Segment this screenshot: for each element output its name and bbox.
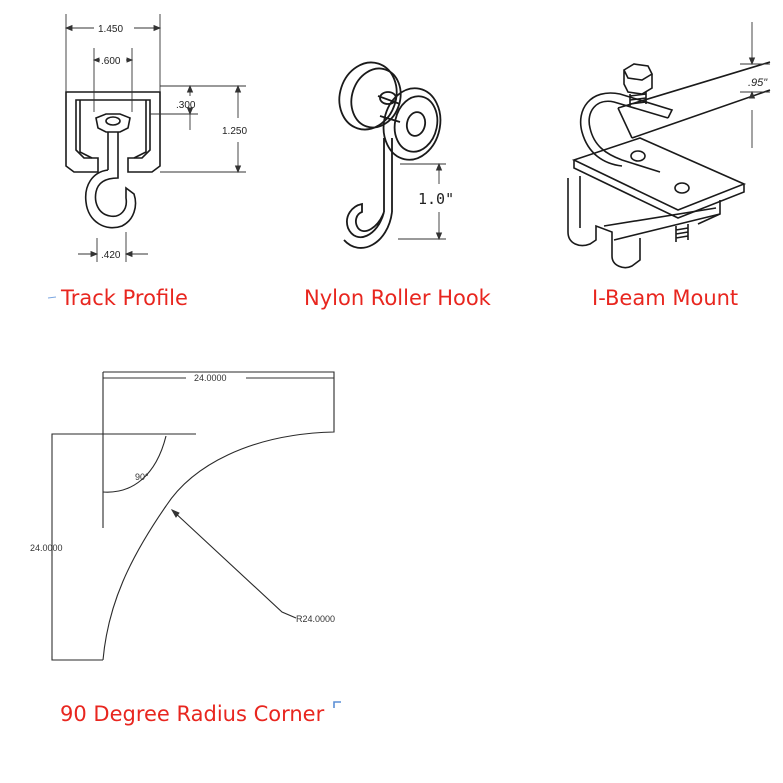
ibeam-channel — [567, 176, 721, 269]
caption-radius-corner: 90 Degree Radius Corner — [60, 702, 325, 726]
roller-back-wheel-rim — [350, 67, 402, 129]
radius-corner-drawing — [51, 371, 335, 661]
ibeam-bolt — [622, 63, 654, 106]
track-dim-inner: .600 — [101, 56, 121, 67]
stray-mark-left — [47, 296, 57, 299]
roller-hook-drawing — [338, 61, 442, 249]
ibeam-plate-hole — [674, 182, 690, 194]
ibeam-dimension-lines — [740, 22, 770, 148]
radius-corner-angle-arc — [102, 435, 167, 493]
ibeam-dim-flange: .95" — [748, 77, 768, 89]
roller-front-wheel — [382, 87, 442, 161]
caption-nylon-roller-hook: Nylon Roller Hook — [304, 286, 491, 310]
ibeam-bolt-thread — [629, 93, 647, 105]
ibeam-mount-drawing — [567, 61, 771, 269]
roller-hook-stem — [383, 138, 393, 212]
track-inner-wall-left — [79, 100, 93, 159]
track-hook — [84, 169, 137, 229]
caption-ibeam-mount: I-Beam Mount — [592, 286, 739, 310]
corner-dim-width: 24.0000 — [194, 373, 227, 383]
ibeam-flange — [617, 61, 771, 139]
track-inner-wall-right — [133, 100, 147, 159]
corner-dim-radius: R24.0000 — [296, 614, 335, 624]
track-dim-width: 1.450 — [98, 24, 123, 35]
roller-dimension-lines — [398, 162, 446, 241]
roller-dim-drop: 1.0" — [418, 190, 454, 208]
ibeam-c-clamp — [579, 92, 674, 173]
track-trolley — [95, 113, 131, 133]
ibeam-clamp-hole — [630, 150, 646, 162]
radius-corner-outline — [51, 371, 335, 661]
roller-axle — [377, 95, 401, 123]
corner-dim-angle: 90° — [135, 472, 149, 482]
roller-front-hub — [405, 111, 427, 137]
corner-tick-mark — [333, 701, 341, 708]
track-dim-top: .300 — [176, 100, 196, 111]
ibeam-bottom-stud — [675, 224, 689, 242]
track-dim-height: 1.250 — [222, 126, 247, 137]
roller-back-wheel — [338, 61, 398, 131]
track-trolley-wheel — [105, 116, 121, 126]
corner-dim-height: 24.0000 — [30, 543, 63, 553]
roller-axle-hub — [379, 91, 397, 105]
roller-hook — [343, 202, 393, 249]
radius-corner-dimension-lines — [51, 377, 334, 656]
track-dimension-lines — [64, 14, 246, 262]
track-hook-stem — [107, 132, 119, 170]
track-outer-channel — [65, 91, 161, 173]
ibeam-plate — [571, 137, 747, 219]
track-profile-drawing — [65, 91, 161, 229]
roller-front-wheel-inner — [393, 95, 439, 153]
ibeam-channel-flange — [603, 207, 721, 241]
track-dim-hook: .420 — [101, 250, 121, 261]
radius-corner-radius-line — [171, 509, 297, 619]
caption-track-profile: Track Profile — [61, 286, 188, 310]
